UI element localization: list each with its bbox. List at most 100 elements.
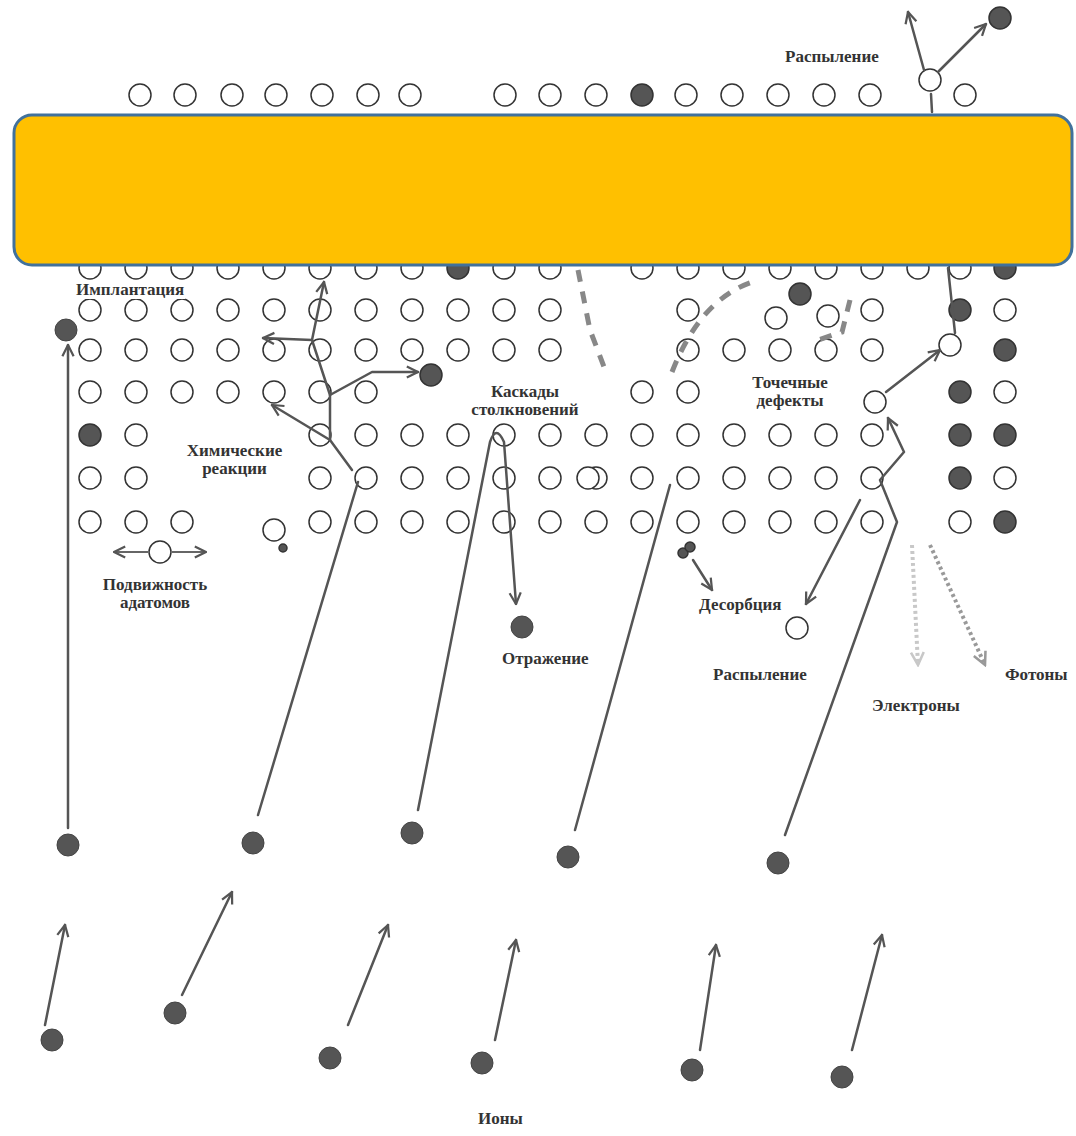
lattice-atom xyxy=(861,467,883,489)
electron-arrow xyxy=(912,545,918,665)
lattice-atom xyxy=(677,424,699,446)
lattice-atom xyxy=(723,467,745,489)
lattice-atom xyxy=(125,511,147,533)
impurity-atom xyxy=(420,364,442,386)
ion xyxy=(511,616,533,638)
trajectory-arrow xyxy=(67,345,70,828)
lattice-atom xyxy=(401,339,423,361)
lattice-atom xyxy=(815,424,837,446)
lattice-atom xyxy=(125,299,147,321)
lattice-atom xyxy=(577,467,599,489)
ion xyxy=(242,832,264,854)
trajectory-arrow xyxy=(806,500,860,604)
label: Ионы xyxy=(477,1110,524,1128)
impurity-atom xyxy=(989,7,1011,29)
lattice-atom xyxy=(765,307,787,329)
lattice-atom xyxy=(631,381,653,403)
lattice-atom xyxy=(585,511,607,533)
lattice-atom xyxy=(447,467,469,489)
mobility-arrow xyxy=(114,551,148,553)
ion xyxy=(164,1002,186,1024)
lattice-atom xyxy=(539,424,561,446)
lattice-atom xyxy=(539,511,561,533)
lattice-atom xyxy=(171,511,193,533)
label: Фотоны xyxy=(1004,666,1069,684)
lattice-atom xyxy=(79,467,101,489)
lattice-atom xyxy=(585,424,607,446)
lattice-atom xyxy=(494,84,516,106)
lattice-atom xyxy=(171,381,193,403)
lattice-atom xyxy=(447,424,469,446)
lattice-atom xyxy=(79,511,101,533)
lattice-atom xyxy=(954,84,976,106)
lattice-atom xyxy=(864,391,886,413)
lattice-atom xyxy=(677,467,699,489)
lattice-atom xyxy=(677,299,699,321)
trajectory-arrow xyxy=(886,350,940,392)
impurity-atom xyxy=(279,544,287,552)
lattice-atom xyxy=(631,511,653,533)
label: Точечные дефекты xyxy=(734,374,846,410)
lattice-atom xyxy=(174,84,196,106)
lattice-atom xyxy=(769,467,791,489)
lattice-atom xyxy=(493,467,515,489)
lattice-atom xyxy=(447,339,469,361)
lattice-atom xyxy=(309,511,331,533)
lattice-atom xyxy=(721,84,743,106)
impurity-atom xyxy=(994,511,1016,533)
lattice-atom xyxy=(401,467,423,489)
lattice-atom xyxy=(149,541,171,563)
impurity-atom xyxy=(79,424,101,446)
ion xyxy=(557,846,579,868)
lattice-atom xyxy=(539,467,561,489)
incoming-arrow xyxy=(495,940,516,1040)
incoming-arrow xyxy=(700,945,716,1050)
covered-band xyxy=(14,115,1072,265)
lattice-atom xyxy=(861,339,883,361)
lattice-atom xyxy=(125,339,147,361)
lattice-atom xyxy=(815,511,837,533)
lattice-atom xyxy=(79,299,101,321)
incoming-arrow xyxy=(348,925,388,1025)
lattice-atom xyxy=(265,84,287,106)
lattice-atom xyxy=(769,424,791,446)
lattice-atom xyxy=(769,339,791,361)
ion xyxy=(41,1029,63,1051)
lattice-atom xyxy=(539,299,561,321)
lattice-atom xyxy=(125,381,147,403)
lattice-atom xyxy=(861,511,883,533)
lattice-atom xyxy=(677,511,699,533)
lattice-atom xyxy=(79,339,101,361)
lattice-atom xyxy=(815,339,837,361)
trajectory-arrow xyxy=(312,282,324,340)
ion xyxy=(57,834,79,856)
lattice-atom xyxy=(125,467,147,489)
lattice-atom xyxy=(861,299,883,321)
impurity-atom xyxy=(994,424,1016,446)
label: Электроны xyxy=(871,697,961,715)
lattice-atom xyxy=(221,84,243,106)
ion xyxy=(55,319,77,341)
trajectory-arrow xyxy=(693,560,712,590)
lattice-atom xyxy=(263,339,285,361)
ion xyxy=(767,852,789,874)
label: Каскады столкновений xyxy=(449,383,601,419)
impurity-atom xyxy=(789,283,811,305)
lattice-atom xyxy=(585,84,607,106)
ion xyxy=(471,1052,493,1074)
lattice-atom xyxy=(539,84,561,106)
ion xyxy=(681,1059,703,1081)
lattice-atom xyxy=(355,299,377,321)
label: Отражение xyxy=(501,650,590,668)
lattice-atom xyxy=(723,424,745,446)
lattice-atom xyxy=(263,381,285,403)
trajectory-arrow xyxy=(931,94,932,112)
lattice-atom xyxy=(817,305,839,327)
crater-outline xyxy=(672,282,752,372)
lattice-atom xyxy=(675,84,697,106)
lattice-atom xyxy=(723,339,745,361)
lattice-atom xyxy=(767,84,789,106)
lattice-atom xyxy=(631,467,653,489)
